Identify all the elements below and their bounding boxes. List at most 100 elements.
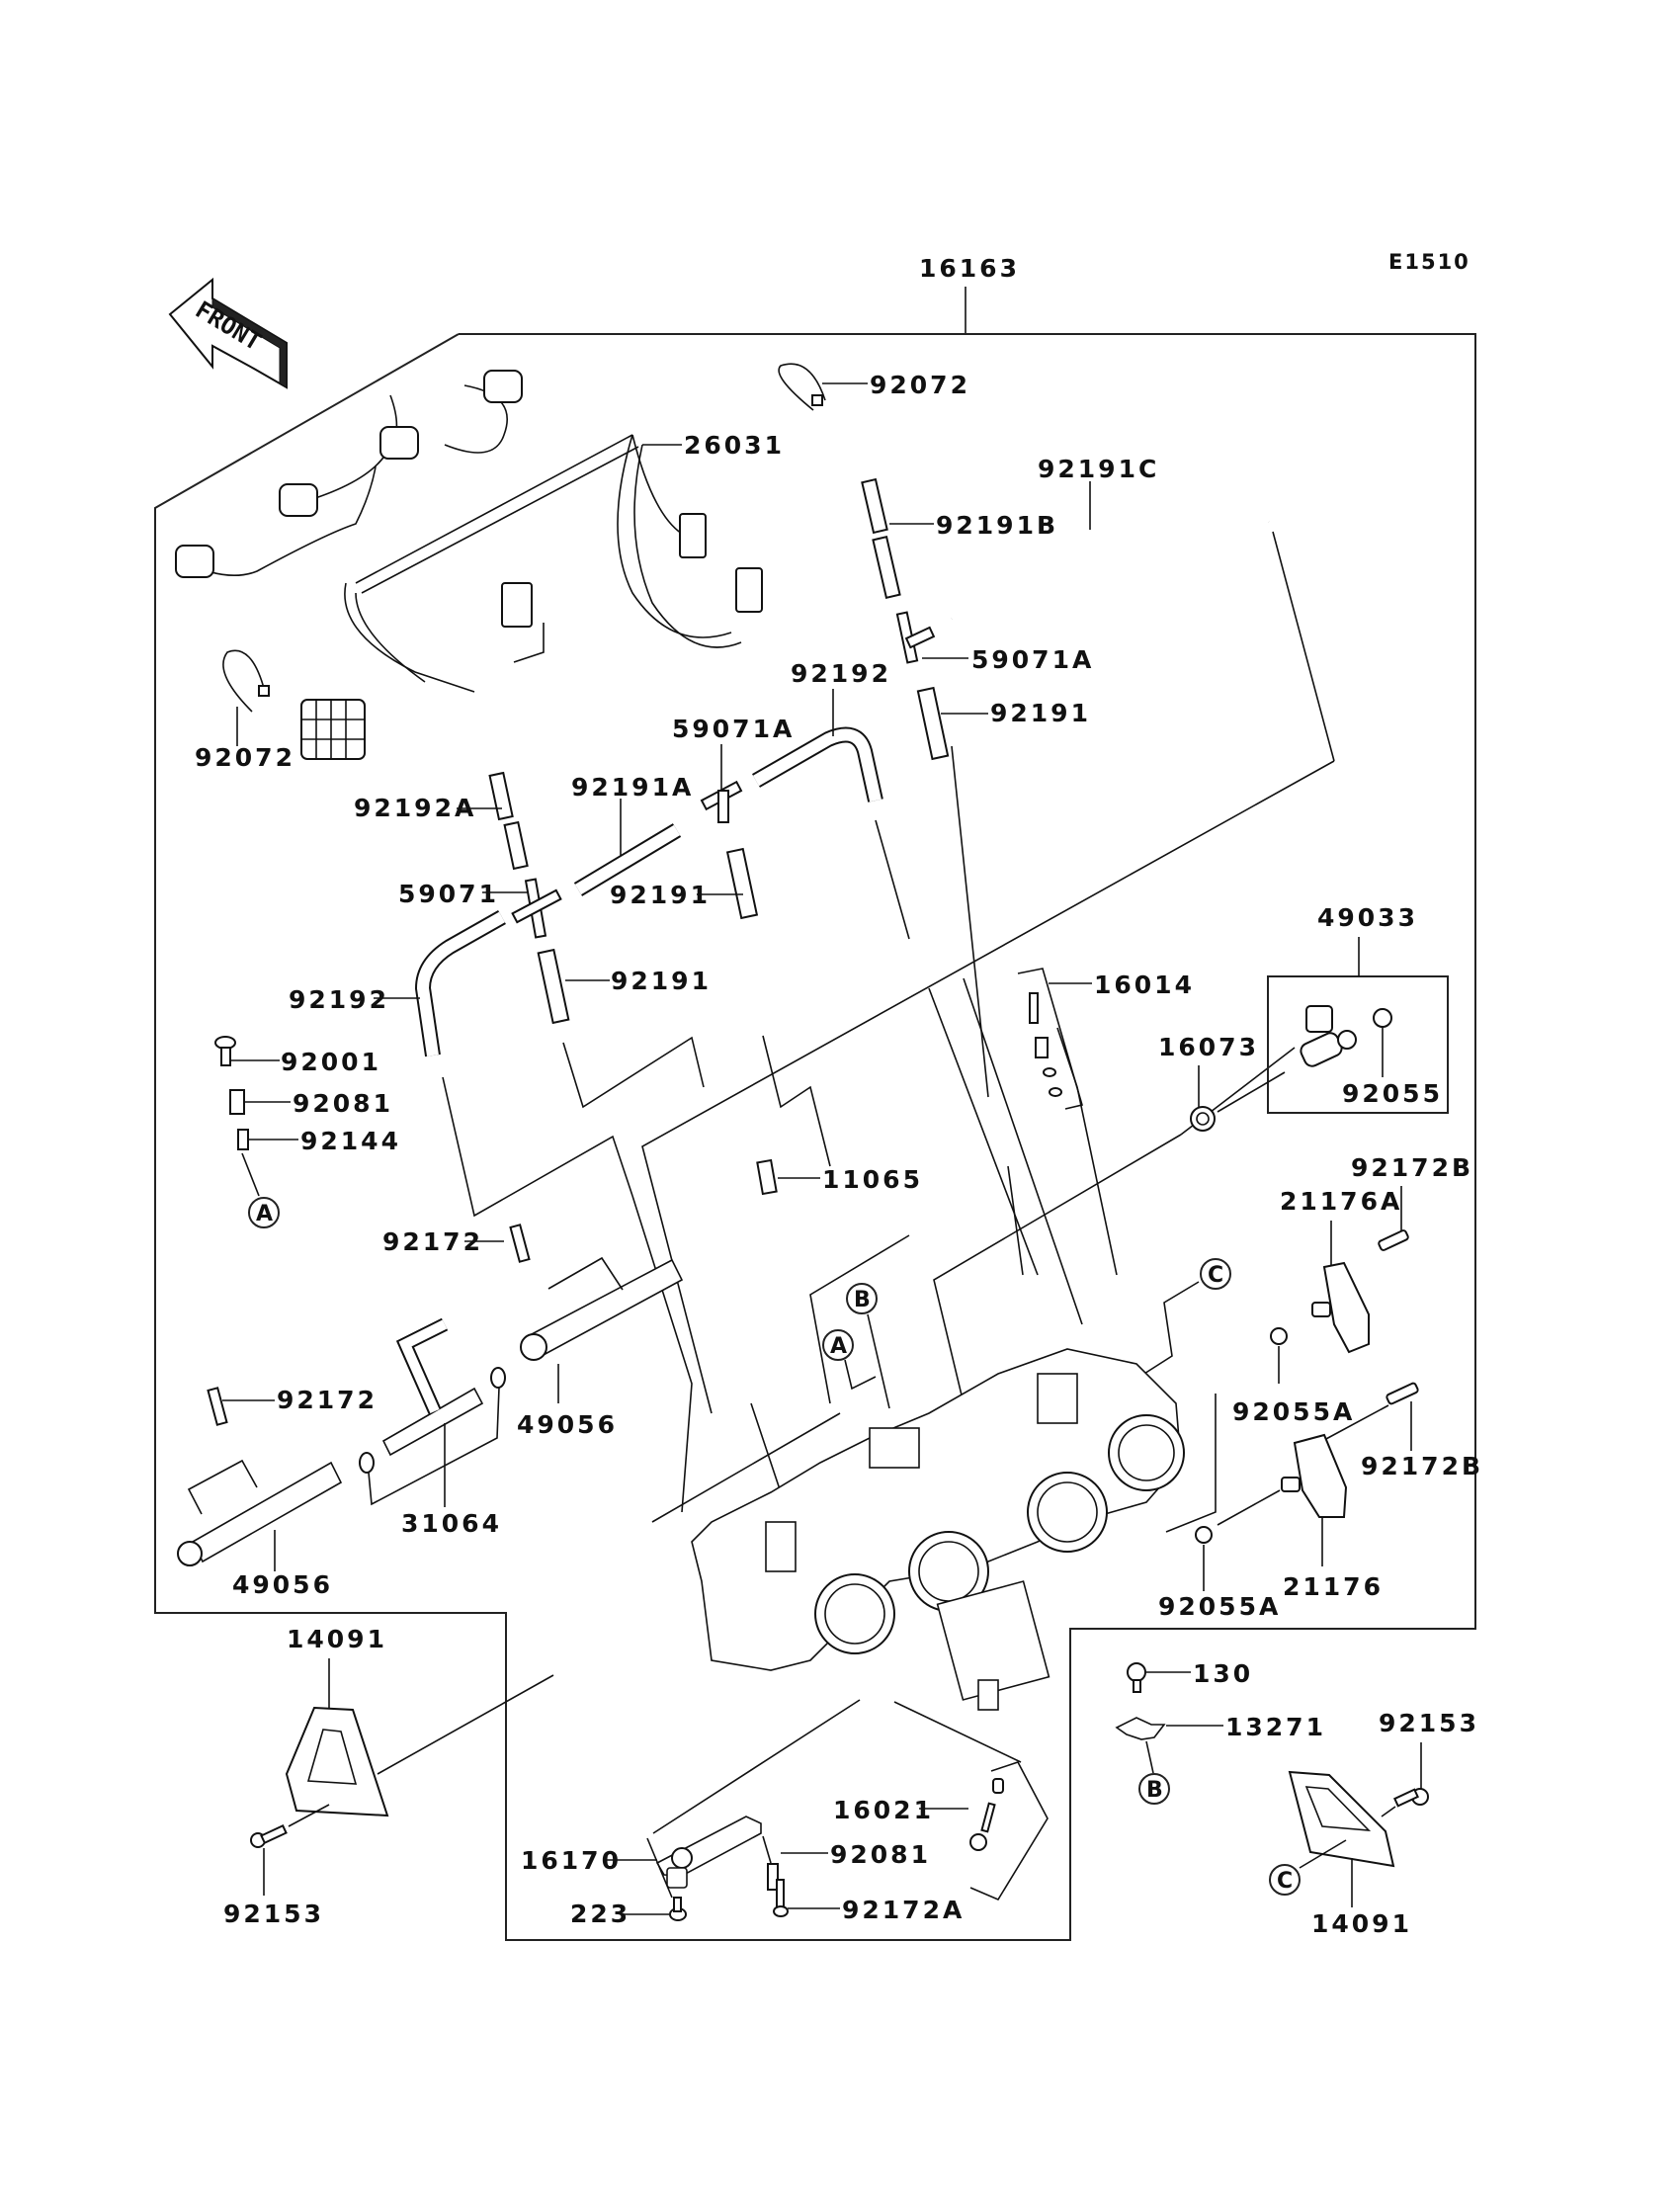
guide-line [1381,1806,1396,1817]
callout-92191-right: 92191 [990,699,1091,727]
guide-line [893,1701,1022,1763]
callout-92191b: 92191B [936,511,1058,540]
callout-92191a: 92191A [571,773,694,802]
fuel-pipe-31064 [381,1317,484,1457]
callout-49033: 49033 [1317,903,1418,932]
screw-92172-upper [509,1224,531,1263]
guide-line [1217,1489,1281,1526]
callout-21176: 21176 [1283,1572,1384,1601]
callout-92192-mid: 92192 [791,659,891,688]
callout-59071: 59071 [398,880,499,908]
screw-92172-lower [207,1387,228,1426]
leader-ref-a-mid [844,1359,877,1391]
callout-92072-left: 92072 [195,743,295,772]
o-ring-92055a-lower [1195,1526,1213,1544]
callout-21176a: 21176A [1280,1187,1402,1216]
callout-11065: 11065 [822,1165,923,1194]
fuel-injector-49056-upper [520,1258,684,1361]
callout-92055a-lower: 92055A [1158,1592,1281,1621]
callout-16014: 16014 [1094,971,1195,999]
sensor-21176 [1281,1433,1348,1518]
wiring-harness [175,370,763,760]
o-ring-upper [490,1367,506,1389]
kit-bracket-16014 [1017,968,1084,1110]
reference-marker-c-upper-label: C [1208,1263,1223,1288]
bracket-o-rings [368,1387,500,1506]
o-ring-92055a-upper [1270,1327,1288,1345]
guide-line [762,1835,772,1864]
callout-92001: 92001 [281,1048,381,1076]
callout-16021: 16021 [833,1796,934,1824]
leader-ref-c-upper [1135,1281,1200,1380]
reference-marker-b-lower [1138,1773,1170,1805]
guide-line [377,1674,554,1775]
screw-223 [669,1897,687,1921]
guide-line [1165,1394,1217,1533]
callout-16073: 16073 [1158,1033,1259,1061]
hose-92191b [861,477,901,600]
callout-92153-left: 92153 [223,1900,324,1928]
front-arrow-icon: FRONT [168,277,288,389]
leader-ref-b-lower [1145,1740,1154,1774]
assembly-boundary [154,333,1476,1941]
callout-92192a: 92192A [354,794,476,822]
reference-marker-c-upper [1200,1258,1231,1290]
guide-line [288,1804,330,1827]
cover-14091-left [285,1706,389,1817]
pin-11065 [756,1158,778,1196]
diagram-code: E1510 [1388,250,1470,274]
guide-line [652,1699,861,1834]
reference-marker-b-lower-label: B [1146,1778,1163,1803]
callout-92172-upper: 92172 [382,1227,483,1256]
reference-marker-a-mid-label: A [830,1334,847,1359]
o-ring-lower [359,1452,375,1474]
reference-marker-c-lower-label: C [1277,1869,1293,1894]
reference-marker-a [248,1197,280,1228]
callout-59071a-mid: 59071A [672,715,795,743]
bolt-92172b-lower [1386,1382,1419,1405]
hose-92191-lower [537,948,570,1025]
callout-59071a-top: 59071A [971,645,1094,674]
screw-92153-left [250,1823,288,1848]
cross-joint-59071 [511,878,562,939]
reference-marker-b-upper [846,1283,878,1314]
callout-49056-lower: 49056 [232,1570,333,1599]
bolt-130 [1127,1662,1146,1693]
guide-line [646,1837,673,1899]
callout-92055a-upper: 92055A [1232,1397,1355,1426]
screw-92001 [214,1036,236,1066]
callout-26031: 26031 [684,431,785,460]
screw-92172a [773,1879,789,1917]
hose-92191-mid [725,847,759,920]
sensor-21176a [1311,1261,1370,1354]
callout-92191-lower: 92191 [611,967,712,995]
t-joint-59071a-mid [700,780,743,823]
leader-ref-a [241,1152,260,1197]
callout-92144: 92144 [300,1127,401,1155]
spring-92144 [237,1129,249,1150]
pressure-sensor [1300,1005,1357,1067]
cable-tie-top [778,363,826,411]
bracket-13271 [1115,1717,1166,1740]
bolt-92172b-upper [1378,1229,1409,1251]
callout-92072-top: 92072 [870,371,970,399]
callout-92153-right: 92153 [1379,1709,1479,1737]
callout-92191c: 92191C [1038,455,1159,483]
callout-92191-mid: 92191 [610,881,711,909]
callout-92081: 92081 [293,1089,393,1118]
sensor-kit-box [1267,975,1449,1114]
callout-92172b-lower: 92172B [1361,1452,1483,1480]
pilot-screw-kit [1029,992,1062,1097]
callout-92172b-upper: 92172B [1351,1153,1473,1182]
callout-92192-left: 92192 [289,985,389,1014]
spring-92081-lower [767,1863,779,1891]
guide-line [1217,1071,1286,1113]
callout-31064: 31064 [401,1509,502,1538]
throttle-body-assembly [691,1348,1185,1711]
idle-screw-kit [969,1778,1004,1851]
guide-line [1323,1404,1389,1441]
o-ring-92055 [1373,1008,1392,1028]
callout-13271: 13271 [1225,1713,1326,1741]
screw-92153-right [1393,1788,1429,1808]
